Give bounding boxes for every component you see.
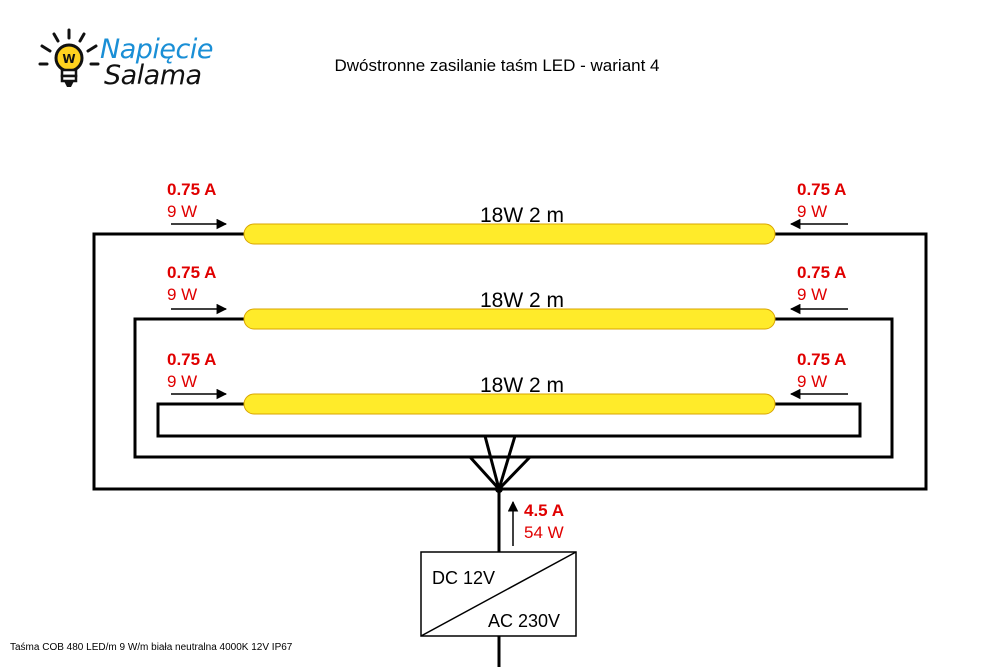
- lightbulb-icon: W: [38, 28, 100, 87]
- wiring: [92, 232, 928, 667]
- footnote: Taśma COB 480 LED/m 9 W/m biała neutraln…: [10, 642, 293, 653]
- psu-ac-label: AC 230V: [488, 611, 560, 631]
- right-power-3: 9 W: [797, 372, 827, 391]
- led-strips: 18W 2 m 18W 2 m 18W 2 m: [243, 204, 776, 415]
- strip-label-2: 18W 2 m: [480, 289, 564, 312]
- wire-fan-in: [435, 435, 565, 491]
- psu-dc-label: DC 12V: [432, 568, 495, 588]
- power-supply-diagonal: [420, 551, 577, 637]
- logo: W Napięcie Salama: [38, 28, 213, 91]
- led-strip-3: [243, 393, 776, 415]
- led-strip-1: [243, 223, 776, 245]
- right-power-1: 9 W: [797, 202, 827, 221]
- power-supply: DC 12V AC 230V: [420, 551, 577, 637]
- left-current-1: 0.75 A: [167, 180, 216, 199]
- supply-labels: 4.5 A 54 W: [507, 500, 564, 546]
- left-current-3: 0.75 A: [167, 350, 216, 369]
- junction-node: [495, 485, 503, 493]
- right-current-1: 0.75 A: [797, 180, 846, 199]
- strip-label-1: 18W 2 m: [480, 204, 564, 227]
- left-current-2: 0.75 A: [167, 263, 216, 282]
- logo-text-salama: Salama: [104, 60, 202, 91]
- diagram-title: Dwóstronne zasilanie taśm LED - wariant …: [334, 56, 659, 75]
- led-strip-2: [243, 308, 776, 330]
- logo-text-napiecie: Napięcie: [100, 34, 213, 65]
- supply-power: 54 W: [524, 523, 564, 542]
- strip-label-3: 18W 2 m: [480, 374, 564, 397]
- left-power-1: 9 W: [167, 202, 197, 221]
- left-power-3: 9 W: [167, 372, 197, 391]
- logo-badge: W: [62, 52, 75, 66]
- right-current-3: 0.75 A: [797, 350, 846, 369]
- supply-current: 4.5 A: [524, 501, 564, 520]
- right-power-2: 9 W: [797, 285, 827, 304]
- left-power-2: 9 W: [167, 285, 197, 304]
- right-current-2: 0.75 A: [797, 263, 846, 282]
- right-feed-labels: 0.75 A 9 W 0.75 A 9 W 0.75 A 9 W: [789, 180, 848, 400]
- wire-loop-3: [156, 402, 862, 438]
- wire-loop-2: [133, 317, 894, 459]
- left-feed-labels: 0.75 A 9 W 0.75 A 9 W 0.75 A 9 W: [167, 180, 228, 400]
